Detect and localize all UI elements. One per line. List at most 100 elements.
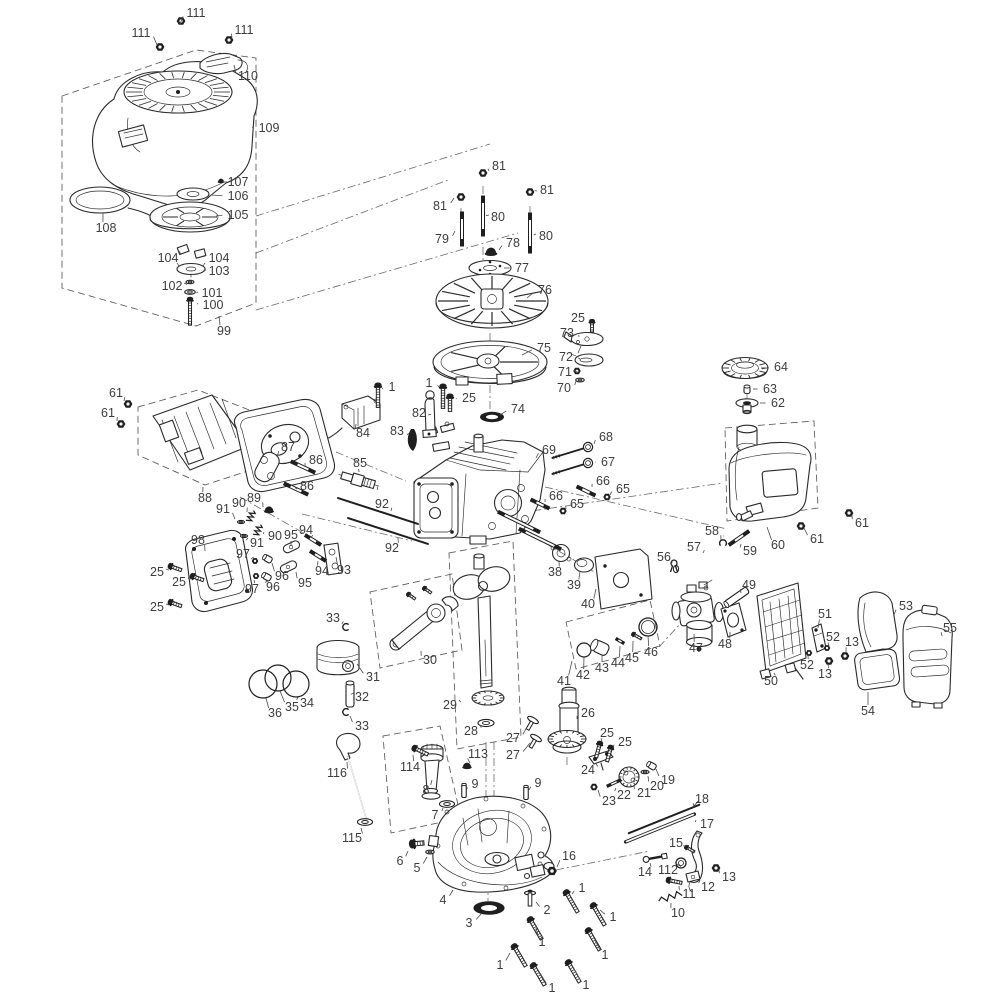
exhaust-gasket (254, 451, 280, 483)
callout-label: 15 (669, 836, 683, 850)
callout-leader (739, 589, 742, 594)
callout-label: 2 (544, 903, 551, 917)
callout-label: 80 (491, 210, 505, 224)
callout-leader (522, 726, 528, 735)
tick (754, 359, 760, 363)
callout-label: 43 (595, 661, 609, 675)
callout-leader (196, 291, 199, 293)
callout-leader (578, 357, 581, 360)
callout-label: 91 (250, 536, 264, 550)
hw-stud (481, 195, 485, 237)
callout-label: 103 (209, 264, 230, 278)
hw-ring2 (675, 857, 687, 869)
callout-leader (528, 786, 532, 791)
starter-cup (176, 262, 206, 276)
callout-leader (597, 789, 601, 797)
hw-spring (658, 890, 683, 902)
hw-bolt (510, 943, 528, 968)
callout-leader (458, 699, 462, 703)
callout-leader (599, 909, 606, 915)
hw-bolt (445, 393, 455, 412)
callout-leader (316, 560, 319, 566)
hw-ring (576, 642, 592, 658)
box-carb-kit (565, 599, 661, 670)
callout-label: 61 (855, 516, 869, 530)
callout-label: 55 (943, 621, 957, 635)
tick (453, 282, 476, 294)
hw-rod (337, 497, 419, 525)
oil-pan-group (427, 795, 704, 893)
callout-leader (533, 233, 537, 236)
callout-leader (475, 912, 483, 920)
callout-leader (360, 827, 363, 834)
hw-tube (646, 760, 657, 771)
tick (633, 782, 636, 786)
callout-leader (676, 863, 682, 868)
hw-stud (606, 778, 622, 788)
callout-label: 23 (602, 794, 616, 808)
callout-leader (452, 230, 456, 237)
callout-label: 31 (366, 670, 380, 684)
callout-label: 104 (209, 251, 230, 265)
air-cleaner-base (756, 582, 807, 673)
hw-bolt (167, 598, 183, 609)
callout-label: 36 (268, 706, 282, 720)
callout-leader (187, 577, 191, 580)
tick (508, 282, 531, 294)
callout-leader (535, 927, 539, 937)
governor-plate (570, 331, 604, 347)
hw-bolt (189, 572, 205, 583)
callout-leader (739, 543, 742, 548)
hw-seal (480, 411, 504, 423)
callout-leader (593, 439, 596, 445)
tick (181, 105, 185, 112)
valve-cover-group (184, 529, 343, 613)
hw-bolt (167, 562, 183, 573)
callout-leader (341, 621, 344, 625)
callout-leader (647, 635, 650, 647)
callout-leader (406, 432, 409, 436)
tick (626, 767, 628, 770)
tick (633, 768, 636, 772)
callout-leader (578, 570, 581, 580)
tick (579, 740, 585, 743)
crank-group (316, 553, 640, 788)
callout-leader (245, 537, 249, 541)
hw-rod (347, 517, 429, 545)
air-cleaner-group (756, 582, 953, 709)
hw-bolt (529, 962, 547, 987)
callout-label: 87 (281, 440, 295, 454)
tick (495, 692, 499, 695)
callout-leader (427, 413, 432, 416)
carb-gasket (720, 602, 747, 638)
callout-label: 25 (172, 575, 186, 589)
hw-ring2 (638, 617, 658, 637)
callout-leader (893, 609, 897, 616)
callout-label: 1 (579, 881, 586, 895)
callout-label: 111 (186, 6, 205, 20)
callout-leader (817, 619, 820, 629)
callout-leader (612, 744, 615, 749)
callout-leader (441, 807, 444, 812)
callout-label: 9 (535, 776, 542, 790)
callout-leader (568, 660, 573, 676)
hw-washer (425, 849, 435, 855)
callout-leader (296, 696, 299, 700)
callout-leader (761, 367, 769, 370)
hw-tube (590, 638, 610, 656)
callout-leader (354, 423, 357, 429)
hw-rod (627, 803, 701, 835)
hw-stud (282, 481, 310, 497)
tick (195, 220, 204, 227)
hw-link (642, 852, 668, 863)
callout-leader (702, 550, 705, 554)
tick (159, 104, 166, 111)
tick (754, 373, 760, 377)
tick (131, 82, 147, 86)
callout-label: 33 (355, 719, 369, 733)
hw-nut (603, 493, 611, 501)
callout-label: 85 (353, 456, 367, 470)
muffler-assembly (152, 394, 336, 493)
callout-label: 54 (861, 704, 875, 718)
callout-label: 51 (818, 607, 832, 621)
